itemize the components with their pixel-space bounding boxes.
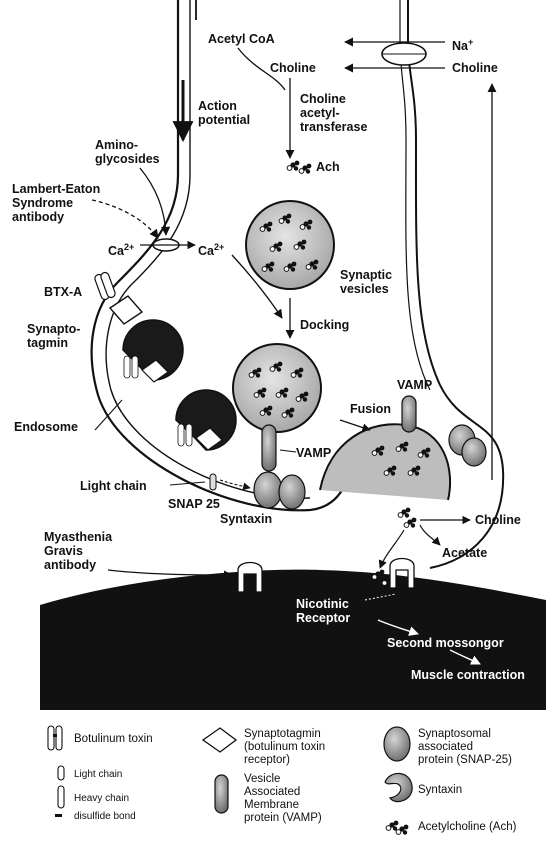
vamp-protein-fusion <box>402 396 416 432</box>
label-syntaxin: Syntaxin <box>220 512 272 526</box>
legend-heavy-chain-label: Heavy chain <box>74 792 129 806</box>
label-muscle-contraction: Muscle contraction <box>411 668 525 682</box>
legend-vamp-icon <box>215 775 228 813</box>
synaptotagmin-diamond-membrane <box>110 296 142 324</box>
label-choline-right: Choline <box>452 61 498 75</box>
legend-ach-icon <box>386 821 408 835</box>
label-synaptic-vesicles: Synaptic vesicles <box>340 268 392 296</box>
label-light-chain: Light chain <box>80 479 147 493</box>
label-synaptotagmin: Synapto- tagmin <box>27 322 80 350</box>
ach-molecules-top <box>287 161 311 174</box>
label-ach: Ach <box>316 160 340 174</box>
btx-a-toxin <box>94 271 116 300</box>
label-ca-right-text: Ca <box>198 244 214 258</box>
label-aminoglycosides: Amino- glycosides <box>95 138 160 166</box>
legend-snap25-label: Synaptosomal associated protein (SNAP-25… <box>418 728 512 767</box>
label-choline-mid: Choline <box>270 61 316 75</box>
label-na-text: Na <box>452 39 468 53</box>
label-snap25: SNAP 25 <box>168 497 220 511</box>
label-lambert-eaton: Lambert-Eaton Syndrome antibody <box>12 182 100 224</box>
label-ca-right-sup: 2+ <box>214 242 224 252</box>
legend-light-chain-label: Light chain <box>74 768 122 782</box>
label-vamp-top: VAMP <box>397 378 432 392</box>
label-ca-left-sup: 2+ <box>124 242 134 252</box>
legend-vamp-label: Vesicle Associated Membrane protein (VAM… <box>244 773 322 825</box>
label-choline-acetyltransferase: Choline acetyl- transferase <box>300 92 367 134</box>
label-ca-left: Ca2+ <box>108 240 134 258</box>
legend-heavy-chain-icon <box>58 786 64 808</box>
legend-ach-label: Acetylcholine (Ach) <box>418 821 516 834</box>
arrow-to-acetate <box>420 525 440 545</box>
label-second-messenger: Second mossongor <box>387 636 504 650</box>
legend-disulfide-icon <box>55 814 62 817</box>
legend-syntaxin-label: Syntaxin <box>418 784 462 797</box>
legend-light-chain-icon <box>58 766 64 780</box>
label-acetyl-coa: Acetyl CoA <box>208 32 275 46</box>
endosome-1 <box>123 320 183 382</box>
label-na-sup: + <box>468 37 473 47</box>
label-docking: Docking <box>300 318 349 332</box>
arrow-endosome <box>95 400 122 430</box>
label-choline-cleft: Choline <box>475 513 521 527</box>
label-fusion: Fusion <box>350 402 391 416</box>
label-btx-a: BTX-A <box>44 285 82 299</box>
label-ca-right: Ca2+ <box>198 240 224 258</box>
snap25-protein <box>254 472 282 508</box>
legend-botulinum-icon <box>48 726 62 750</box>
arrow-lambert-eaton <box>92 200 158 238</box>
fusion-vesicle <box>320 424 450 500</box>
legend-disulfide-label: disulfide bond <box>74 810 136 824</box>
label-na: Na+ <box>452 35 473 53</box>
legend-snap25-icon <box>384 727 410 761</box>
legend-syntaxin-icon <box>385 773 412 801</box>
label-ca-left-text: Ca <box>108 244 124 258</box>
label-acetate: Acetate <box>442 546 487 560</box>
label-myasthenia: Myasthenia Gravis antibody <box>44 530 112 572</box>
arrow-aminoglycosides <box>140 168 166 235</box>
legend-botulinum-label: Botulinum toxin <box>74 733 153 746</box>
legend-synaptotagmin-icon <box>203 728 236 752</box>
light-chain-fragment <box>210 474 216 490</box>
label-nicotinic-receptor: Nicotinic Receptor <box>296 597 350 625</box>
label-endosome: Endosome <box>14 420 78 434</box>
vamp-protein-docking <box>262 425 276 471</box>
arrow-fusion <box>340 420 370 430</box>
label-action-potential: Action potential <box>198 99 250 127</box>
syntaxin-protein <box>279 475 305 509</box>
label-vamp-mid: VAMP <box>296 446 331 460</box>
endosome-2 <box>176 390 236 450</box>
legend-synaptotagmin-label: Synaptotagmin (botulinum toxin receptor) <box>244 728 325 767</box>
docking-vesicle <box>233 344 321 432</box>
right-protein-b <box>462 438 486 466</box>
